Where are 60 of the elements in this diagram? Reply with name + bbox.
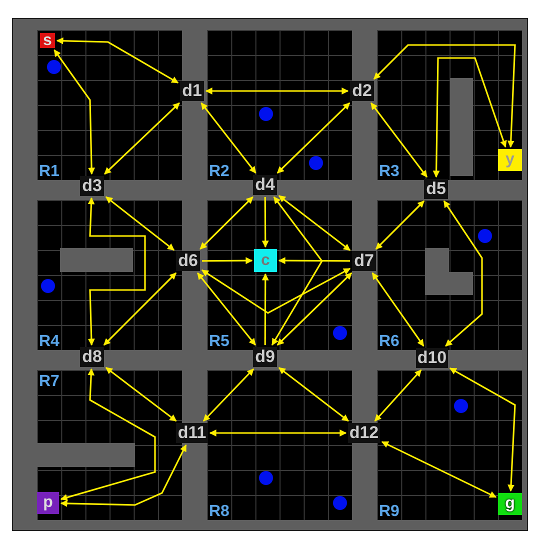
door-label: d2 <box>350 81 374 101</box>
arrow <box>276 102 350 174</box>
door-label: d9 <box>253 347 277 367</box>
marker-tile: y <box>498 149 522 171</box>
arrow <box>262 273 269 345</box>
arrow <box>381 441 497 498</box>
arrow <box>374 369 422 422</box>
arrow <box>88 197 146 346</box>
marker-tile: p <box>37 492 59 514</box>
arrow <box>56 37 179 84</box>
arrow <box>200 196 254 250</box>
room-label: R4 <box>39 333 60 351</box>
room-label: R1 <box>39 163 60 181</box>
arrow <box>278 257 350 264</box>
door-label: d1 <box>180 81 204 101</box>
room-label: R9 <box>379 503 400 521</box>
door-label: d5 <box>424 179 448 199</box>
arrow <box>278 195 351 251</box>
door-label: d3 <box>80 176 104 196</box>
arrow <box>209 430 347 436</box>
arrow <box>443 200 483 347</box>
room-label: R2 <box>209 163 230 181</box>
room-label: R8 <box>209 503 230 521</box>
arrow <box>276 272 352 346</box>
arrow <box>60 368 156 501</box>
marker-tile: g <box>498 493 522 515</box>
door-label: d7 <box>352 251 376 271</box>
arrow <box>200 102 256 174</box>
arrow <box>262 197 269 248</box>
room-label: R5 <box>209 333 230 351</box>
room-label: R6 <box>379 333 400 351</box>
room-label: R3 <box>379 163 400 181</box>
arrow <box>205 88 349 94</box>
arrow <box>202 368 254 422</box>
door-label: d10 <box>416 348 448 368</box>
arrow <box>373 44 516 148</box>
arrow <box>105 366 177 422</box>
arrow <box>202 257 253 264</box>
arrow <box>103 272 177 346</box>
door-label: d6 <box>176 251 200 271</box>
door-label: d11 <box>176 423 208 443</box>
arrow <box>60 444 187 507</box>
arrow <box>375 200 425 250</box>
arrow <box>104 102 180 175</box>
arrow <box>278 367 349 422</box>
door-label: d8 <box>80 347 104 367</box>
marker-tile: s <box>40 33 55 48</box>
arrow <box>370 102 428 178</box>
arrow <box>372 272 424 347</box>
door-label: d12 <box>348 423 380 443</box>
marker-tile: c <box>254 249 277 272</box>
room-label: R7 <box>39 373 60 391</box>
arrow <box>201 268 351 314</box>
door-label: d4 <box>253 175 277 195</box>
arrow <box>449 368 516 492</box>
arrow <box>196 272 256 346</box>
arrow <box>432 57 507 178</box>
arrow <box>54 49 96 175</box>
arrow <box>105 196 175 251</box>
arrow <box>271 196 323 346</box>
